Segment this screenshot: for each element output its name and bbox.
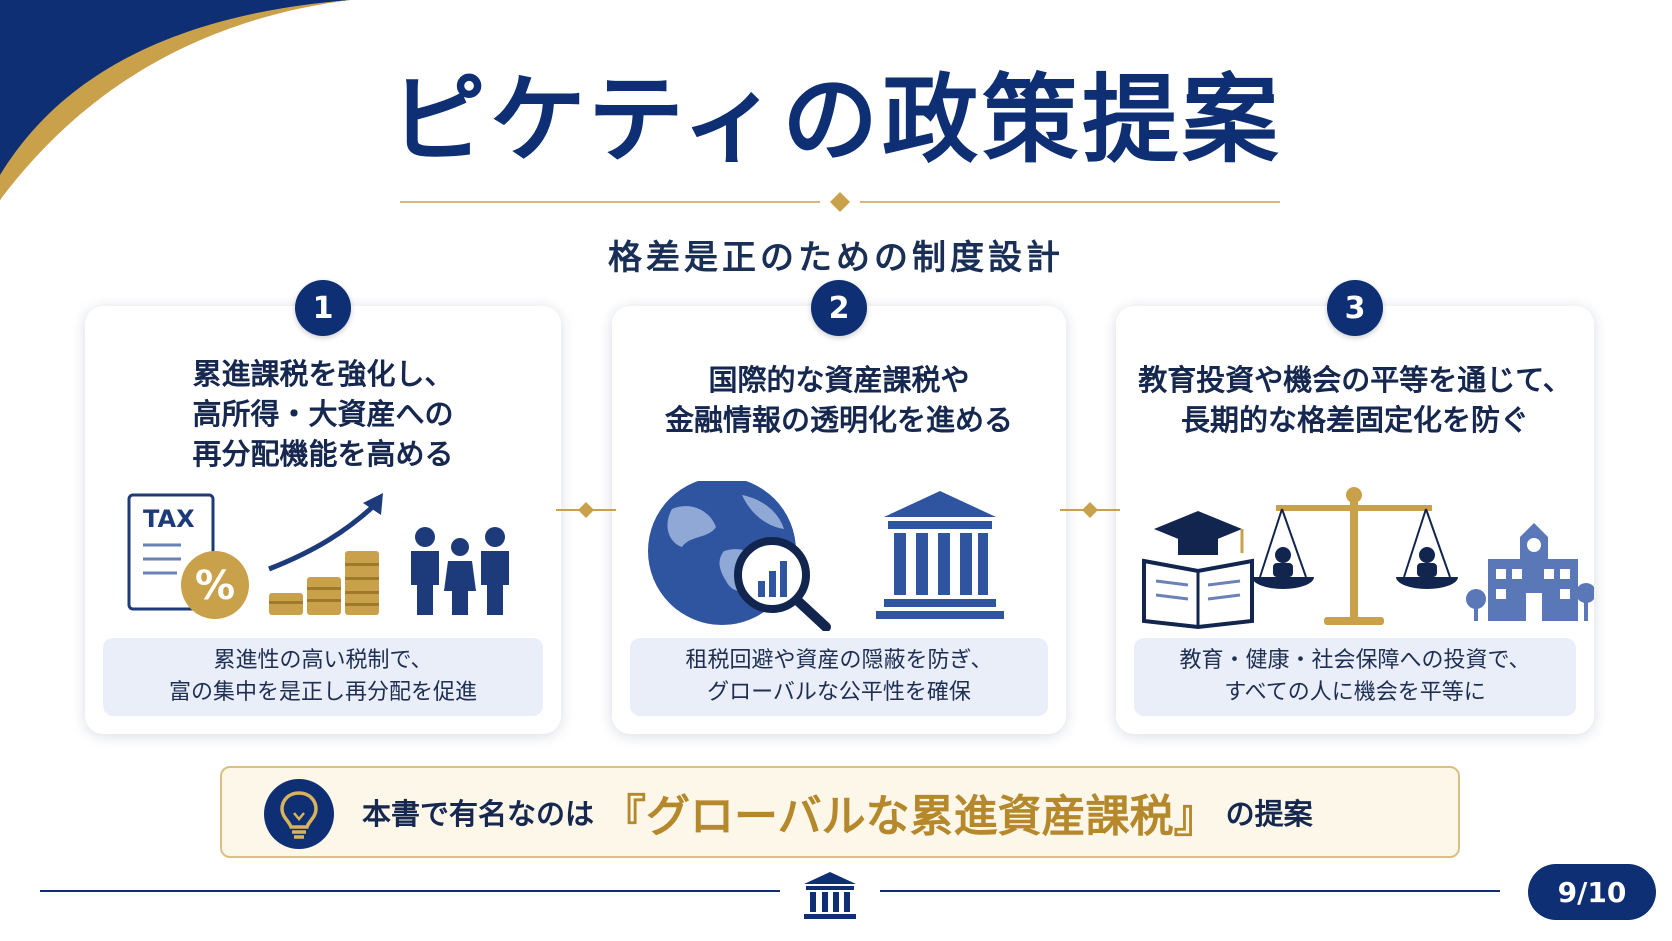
- card-heading-line: 教育投資や機会の平等を通じて、: [1138, 363, 1572, 397]
- school-building-icon: [1466, 523, 1594, 621]
- page-title: ピケティの政策提案: [389, 64, 1283, 176]
- card-heading-line: 高所得・大資産への: [192, 397, 454, 431]
- card-number-badge: 1: [295, 280, 351, 336]
- policy-card-2: 2 国際的な資産課税や 金融情報の透明化を進める: [612, 280, 1066, 734]
- corner-swoosh-decoration: [0, 0, 350, 200]
- card-number-badge: 2: [811, 280, 867, 336]
- percent-symbol: %: [195, 563, 235, 609]
- footer-rule-left: [40, 890, 780, 892]
- lightbulb-icon: [264, 779, 334, 849]
- card-note-line: 富の集中を是正し再分配を促進: [168, 680, 477, 705]
- card-number-badge: 3: [1327, 280, 1383, 336]
- bank-building-icon: [804, 872, 856, 919]
- card-heading-line: 国際的な資産課税や: [708, 363, 970, 397]
- tax-label: TAX: [143, 505, 195, 533]
- callout-highlight: 『グローバルな累進資産課税』: [602, 791, 1218, 842]
- card-note-line: すべての人に機会を平等に: [1224, 680, 1486, 705]
- tax-document-icon: TAX %: [127, 493, 249, 619]
- card-heading: 累進課税を強化し、 高所得・大資産への 再分配機能を高める: [85, 354, 561, 474]
- card-note: 累進性の高い税制で、 富の集中を是正し再分配を促進: [103, 638, 543, 716]
- card-heading: 国際的な資産課税や 金融情報の透明化を進める: [612, 360, 1066, 440]
- bank-building-icon: [876, 491, 1004, 619]
- callout-prefix: 本書で有名なのは: [362, 797, 595, 831]
- family-icon: [411, 527, 509, 615]
- card-note-line: 教育・健康・社会保障への投資で、: [1179, 648, 1531, 673]
- card-heading-line: 再分配機能を高める: [192, 437, 454, 471]
- card-heading-line: 金融情報の透明化を進める: [664, 403, 1013, 437]
- card-2-illustration: [648, 481, 1004, 631]
- card-heading: 教育投資や機会の平等を通じて、 長期的な格差固定化を防ぐ: [1116, 360, 1594, 440]
- rising-coins-icon: [268, 493, 383, 615]
- card-note-line: 累進性の高い税制で、: [213, 648, 433, 673]
- card-connector: [556, 502, 616, 518]
- title-divider: [400, 192, 1280, 212]
- card-heading-line: 長期的な格差固定化を防ぐ: [1180, 403, 1529, 437]
- card-connector: [1060, 502, 1120, 518]
- card-1-illustration: TAX %: [127, 493, 509, 619]
- callout-text: 本書で有名なのは 『グローバルな累進資産課税』 の提案: [362, 768, 1313, 856]
- magnifier-chart-icon: [734, 537, 831, 631]
- key-proposal-callout: 本書で有名なのは 『グローバルな累進資産課税』 の提案: [220, 766, 1460, 858]
- card-note: 租税回避や資産の隠蔽を防ぎ、 グローバルな公平性を確保: [630, 638, 1048, 716]
- card-heading-line: 累進課税を強化し、: [192, 357, 454, 391]
- footer-rule-right: [880, 890, 1500, 892]
- card-3-illustration: [1142, 487, 1594, 630]
- card-note-line: グローバルな公平性を確保: [707, 680, 971, 705]
- graduation-book-icon: [1142, 511, 1254, 630]
- policy-card-3: 3 教育投資や機会の平等を通じて、 長期的な格差固定化を防ぐ: [1116, 280, 1594, 734]
- page-number-badge: 9/10: [1528, 864, 1656, 920]
- page-subtitle: 格差是正のための制度設計: [608, 238, 1064, 278]
- callout-suffix: の提案: [1225, 797, 1313, 831]
- card-note: 教育・健康・社会保障への投資で、 すべての人に機会を平等に: [1134, 638, 1576, 716]
- card-note-line: 租税回避や資産の隠蔽を防ぎ、: [685, 648, 993, 673]
- balance-scale-icon: [1252, 487, 1458, 625]
- policy-card-1: 1 累進課税を強化し、 高所得・大資産への 再分配機能を高める TAX %: [85, 280, 561, 734]
